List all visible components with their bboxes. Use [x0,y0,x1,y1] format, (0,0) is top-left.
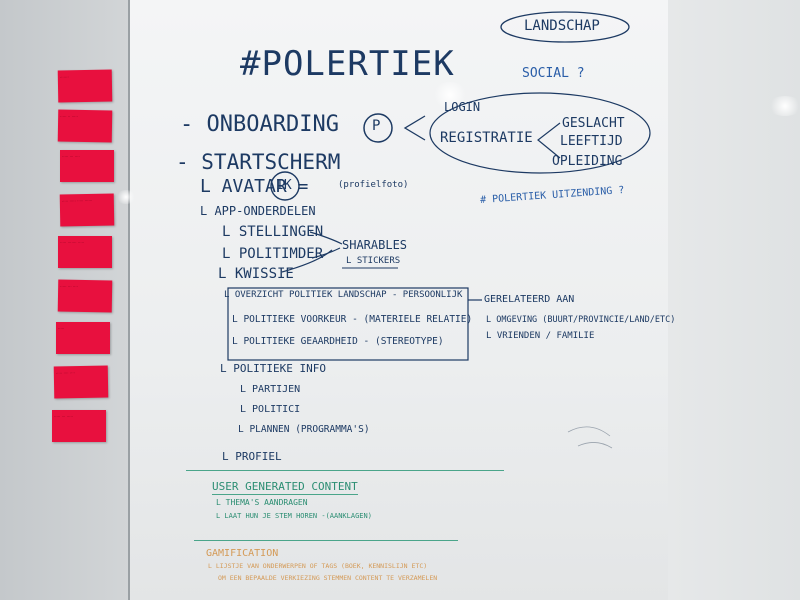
light-reflection [116,190,136,204]
sticky-note-text: ..... ....... ..... [60,239,85,244]
kwissie-label: L KWISSIE [218,266,294,282]
overzicht-label: L OVERZICHT POLITIEK LANDSCHAP - PERSOON… [224,290,463,300]
sticky-note: ..... ....... ..... [58,236,112,268]
onboarding-label: - ONBOARDING [180,112,339,137]
sticky-note-text: ..... ... ..... [54,413,74,418]
politieke-info-label: L POLITIEKE INFO [220,362,326,375]
gamification-item: L LIJSTJE VAN ONDERWERPEN OF TAGS (BOEK,… [208,562,428,570]
voorkeur-label: L POLITIEKE VOORKEUR - (MATERIELE RELATI… [232,314,473,325]
ik-label: IK [276,178,292,193]
app-onderdelen-label: L APP-ONDERDELEN [200,204,316,218]
gamification-item: OM EEN BEPAALDE VERKIEZING STEMMEN CONTE… [218,574,438,582]
green-divider [194,540,458,541]
stellingen-label: L STELLINGEN [222,224,324,240]
politici-label: L POLITICI [240,404,301,415]
registratie-label: REGISTRATIE [440,130,533,146]
gamification-heading: GAMIFICATION [206,548,279,559]
sticky-note: ..... [56,322,110,354]
sticky-note: ..... ... .... [60,150,114,182]
sticky-note-text: ..... [58,325,65,330]
sticky-note: ..... ... ..... [52,410,106,442]
login-label: LOGIN [444,100,481,114]
plannen-label: L PLANNEN (PROGRAMMA'S) [238,424,370,435]
ugc-item: L THEMA'S AANDRAGEN [216,498,308,507]
omgeving-label: L OMGEVING (BUURT/PROVINCIE/LAND/ETC) [486,315,676,325]
gerelateerd-label: GERELATEERD AAN [484,294,575,305]
stickers-label: L STICKERS [346,256,401,266]
opleiding-label: OPLEIDING [552,154,623,169]
green-divider [186,470,504,471]
vrienden-label: L VRIENDEN / FAMILIE [486,331,595,341]
sticky-note-text: ..... ... .... [62,153,80,158]
whiteboard [128,0,672,600]
geslacht-label: GESLACHT [562,116,625,131]
board-title: #POLERTIEK [240,44,455,84]
avatar-label: L AVATAR = [200,176,309,197]
partijen-label: L PARTIJEN [240,384,301,395]
social-note: SOCIAL ? [522,66,585,81]
corner-note: LANDSCHAP [524,18,600,34]
light-reflection [432,82,468,108]
profiel-label: L PROFIEL [222,450,282,463]
green-underline [212,494,358,495]
ugc-heading: USER GENERATED CONTENT [212,480,358,493]
politimder-label: L POLITIMDER [222,246,324,262]
leeftijd-label: LEEFTIJD [560,134,623,149]
ugc-item: L LAAT HUN JE STEM HOREN -(AANKLAGEN) [216,512,372,520]
light-reflection [768,96,800,116]
sharables-label: SHARABLES [342,238,408,252]
profielfoto-label: (profielfoto) [338,180,409,190]
startscherm-label: - STARTSCHERM [176,150,341,174]
p-circle-label: P [372,118,381,134]
geaardheid-label: L POLITIEKE GEAARDHEID - (STEREOTYPE) [232,336,444,347]
